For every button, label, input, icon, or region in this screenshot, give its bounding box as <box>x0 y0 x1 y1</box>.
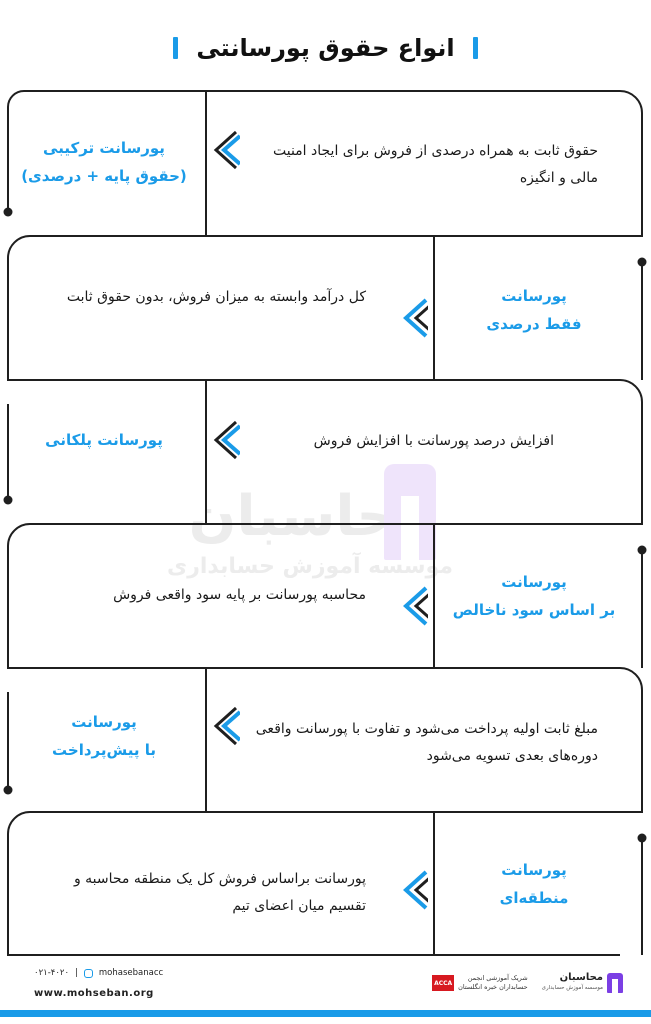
acca-text: شریک آموزشی انجمن حسابداران خبره انگلستا… <box>458 974 528 991</box>
row-5-chevron-icon <box>213 706 240 746</box>
acca-badge: ACCA <box>432 975 455 991</box>
page-title: انواع حقوق پورسانتی <box>196 34 455 62</box>
footer-separator: | <box>75 968 78 978</box>
brand-logo-icon <box>607 973 623 993</box>
brand-logo: محاسبان موسسه آموزش حسابداری <box>542 972 623 994</box>
row-1-description: حقوق ثابت به همراه درصدی از فروش برای ای… <box>272 143 598 186</box>
row-4-chevron-icon <box>403 586 428 626</box>
watermark-subtitle: موسسه آموزش حسابداری <box>167 554 453 579</box>
row-3-chevron-icon <box>213 420 240 460</box>
row-1-chevron-icon <box>213 130 240 170</box>
footer-contact: ۰۲۱-۴۰۲۰ | mohasebanacc www.mohseban.org <box>34 968 163 999</box>
footer-instagram[interactable]: mohasebanacc <box>98 968 164 978</box>
footer-phone: ۰۲۱-۴۰۲۰ <box>34 968 70 978</box>
row-5-description: مبلغ ثابت اولیه پرداخت می‌شود و تفاوت با… <box>255 721 598 764</box>
title-accent-bar-right <box>472 37 478 59</box>
row-3-name: پورسانت پلکانی <box>45 431 163 449</box>
watermark-logo-icon-cut <box>401 496 419 560</box>
row-5-divider <box>205 668 207 812</box>
row-3-description: افزایش درصد پورسانت با افزایش فروش <box>313 433 554 449</box>
row-4-description: محاسبه پورسانت بر پایه سود واقعی فروش <box>113 587 366 603</box>
row-2-name: پورسانت فقط درصدی <box>486 287 582 333</box>
page-header: انواع حقوق پورسانتی <box>0 26 651 70</box>
row-6-chevron-icon <box>403 870 428 910</box>
brand-logo-tagline: موسسه آموزش حسابداری <box>541 985 603 991</box>
row-6-name: پورسانت منطقه‌ای <box>499 861 569 907</box>
watermark: محاسبان موسسه آموزش حسابداری <box>130 482 490 582</box>
watermark-brand: محاسبان <box>188 484 432 549</box>
title-accent-bar-left <box>173 37 179 59</box>
acca-partner: ACCA شریک آموزشی انجمن حسابداران خبره ان… <box>432 974 528 992</box>
row-4-name: پورسانت بر اساس سود ناخالص <box>452 573 616 619</box>
row-4-divider <box>433 524 435 668</box>
row-1-name: پورسانت ترکیبی (حقوق پایه + درصدی) <box>21 139 187 185</box>
row-3-divider <box>205 380 207 524</box>
row-6-description: پورسانت براساس فروش کل یک منطقه محاسبه و… <box>73 871 366 914</box>
row-2-description: کل درآمد وابسته به میزان فروش، بدون حقوق… <box>66 289 366 305</box>
footer-accent-line <box>0 1010 651 1017</box>
footer-logos: ACCA شریک آموزشی انجمن حسابداران خبره ان… <box>432 972 623 994</box>
brand-logo-name: محاسبان <box>559 972 603 983</box>
footer-website[interactable]: www.mohseban.org <box>34 988 154 999</box>
row-2-divider <box>433 236 435 380</box>
row-2-chevron-icon <box>403 298 428 338</box>
instagram-icon <box>83 968 93 978</box>
row-1-divider <box>205 91 207 236</box>
row-6-divider <box>433 812 435 955</box>
row-5-name: پورسانت با پیش‌پرداخت <box>52 713 156 759</box>
